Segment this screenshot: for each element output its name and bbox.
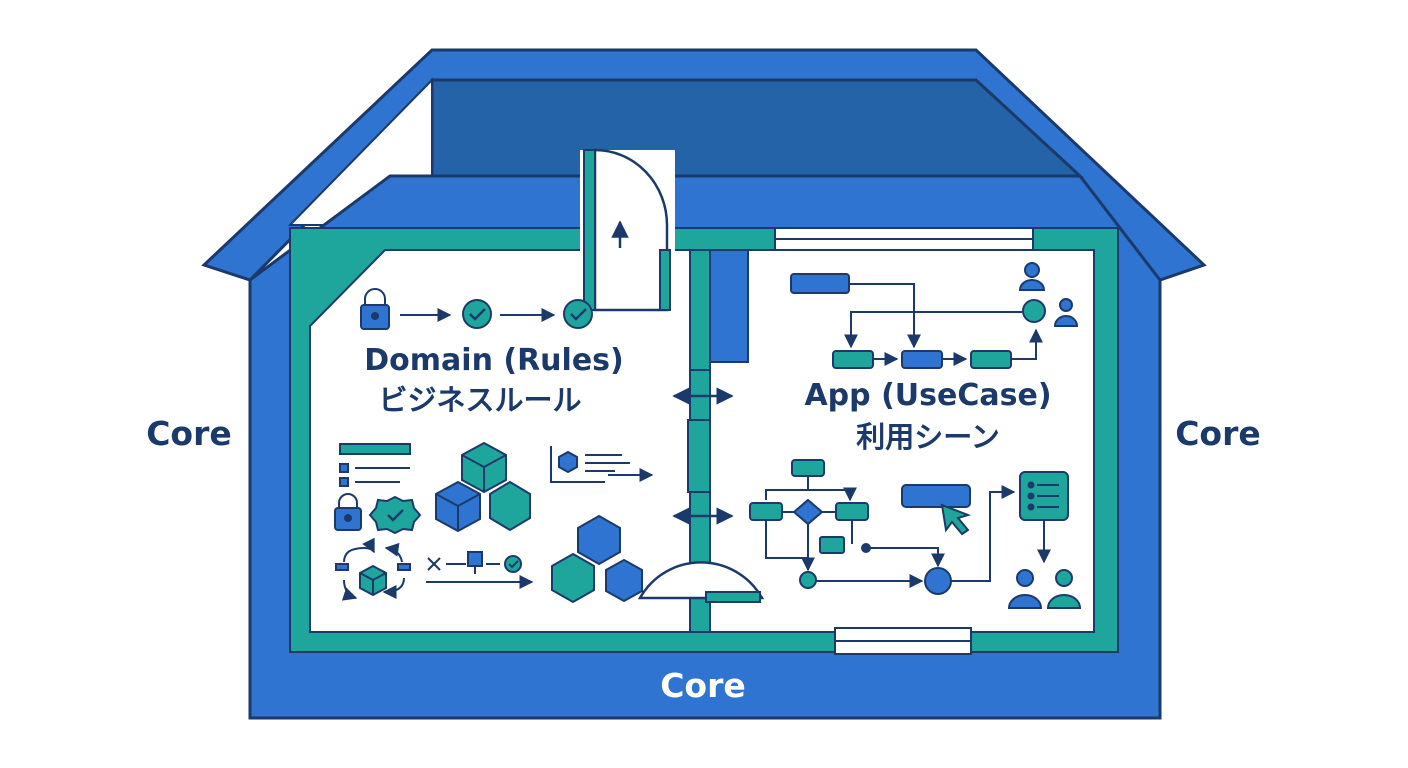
check-circle-icon (462, 299, 492, 329)
users-icon (1018, 262, 1079, 327)
chart-icon (550, 446, 654, 483)
app-icons (749, 262, 1082, 609)
domain-subtitle: ビジネスルール (378, 383, 581, 417)
core-label-left: Core (146, 414, 232, 453)
cursor-icon (901, 484, 972, 536)
clipboard-list-icon (1019, 471, 1069, 521)
core-label-bottom: Core (660, 666, 746, 705)
hexagon-icon (551, 552, 595, 604)
bottom-door (637, 561, 765, 603)
lock-icon (360, 288, 390, 330)
check-circle-icon (563, 299, 593, 329)
bidirectional-arrows (672, 387, 734, 525)
badge-check-icon (368, 495, 422, 535)
app-subtitle: 利用シーン (856, 420, 1000, 454)
cube-icon (435, 480, 481, 533)
list-icon (339, 443, 411, 487)
group-icon (1007, 569, 1082, 609)
lock-icon (334, 493, 362, 531)
cube-icon (461, 441, 507, 494)
domain-icons (334, 288, 654, 604)
top-door (580, 148, 675, 312)
flowchart-icon (749, 459, 952, 595)
hexagon-icon (605, 558, 643, 603)
cycle-icon (335, 537, 411, 601)
hexagon-icon (577, 514, 621, 566)
app-title: App (UseCase) (804, 378, 1051, 413)
partition-walls (687, 249, 711, 633)
process-line-icon (426, 551, 534, 589)
core-label-right: Core (1175, 414, 1261, 453)
domain-title: Domain (Rules) (364, 343, 623, 378)
hexagon-icon (489, 480, 531, 532)
